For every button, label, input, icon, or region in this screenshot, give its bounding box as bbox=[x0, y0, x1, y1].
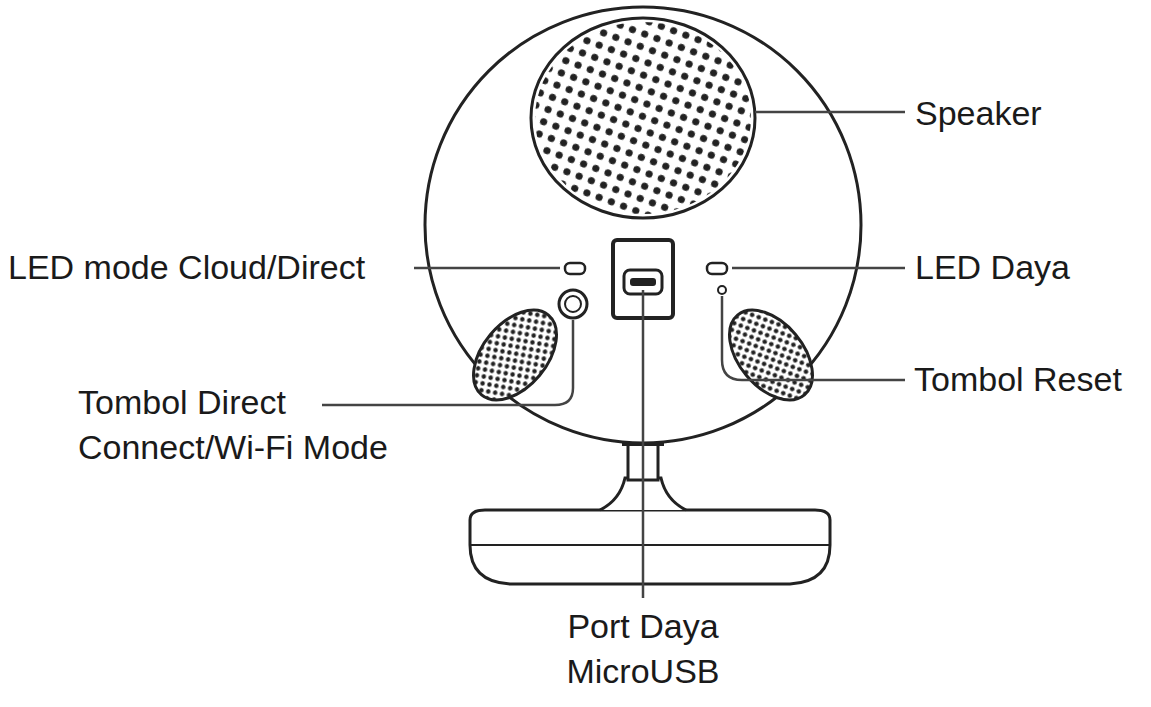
led-power-label: LED Daya bbox=[915, 245, 1145, 290]
direct-button-label: Tombol Direct Connect/Wi-Fi Mode bbox=[78, 380, 438, 470]
speaker-label: Speaker bbox=[915, 91, 1145, 136]
reset-button-label: Tombol Reset bbox=[914, 357, 1146, 402]
led-mode-label: LED mode Cloud/Direct bbox=[8, 245, 408, 290]
power-port-label: Port Daya MicroUSB bbox=[543, 604, 743, 694]
